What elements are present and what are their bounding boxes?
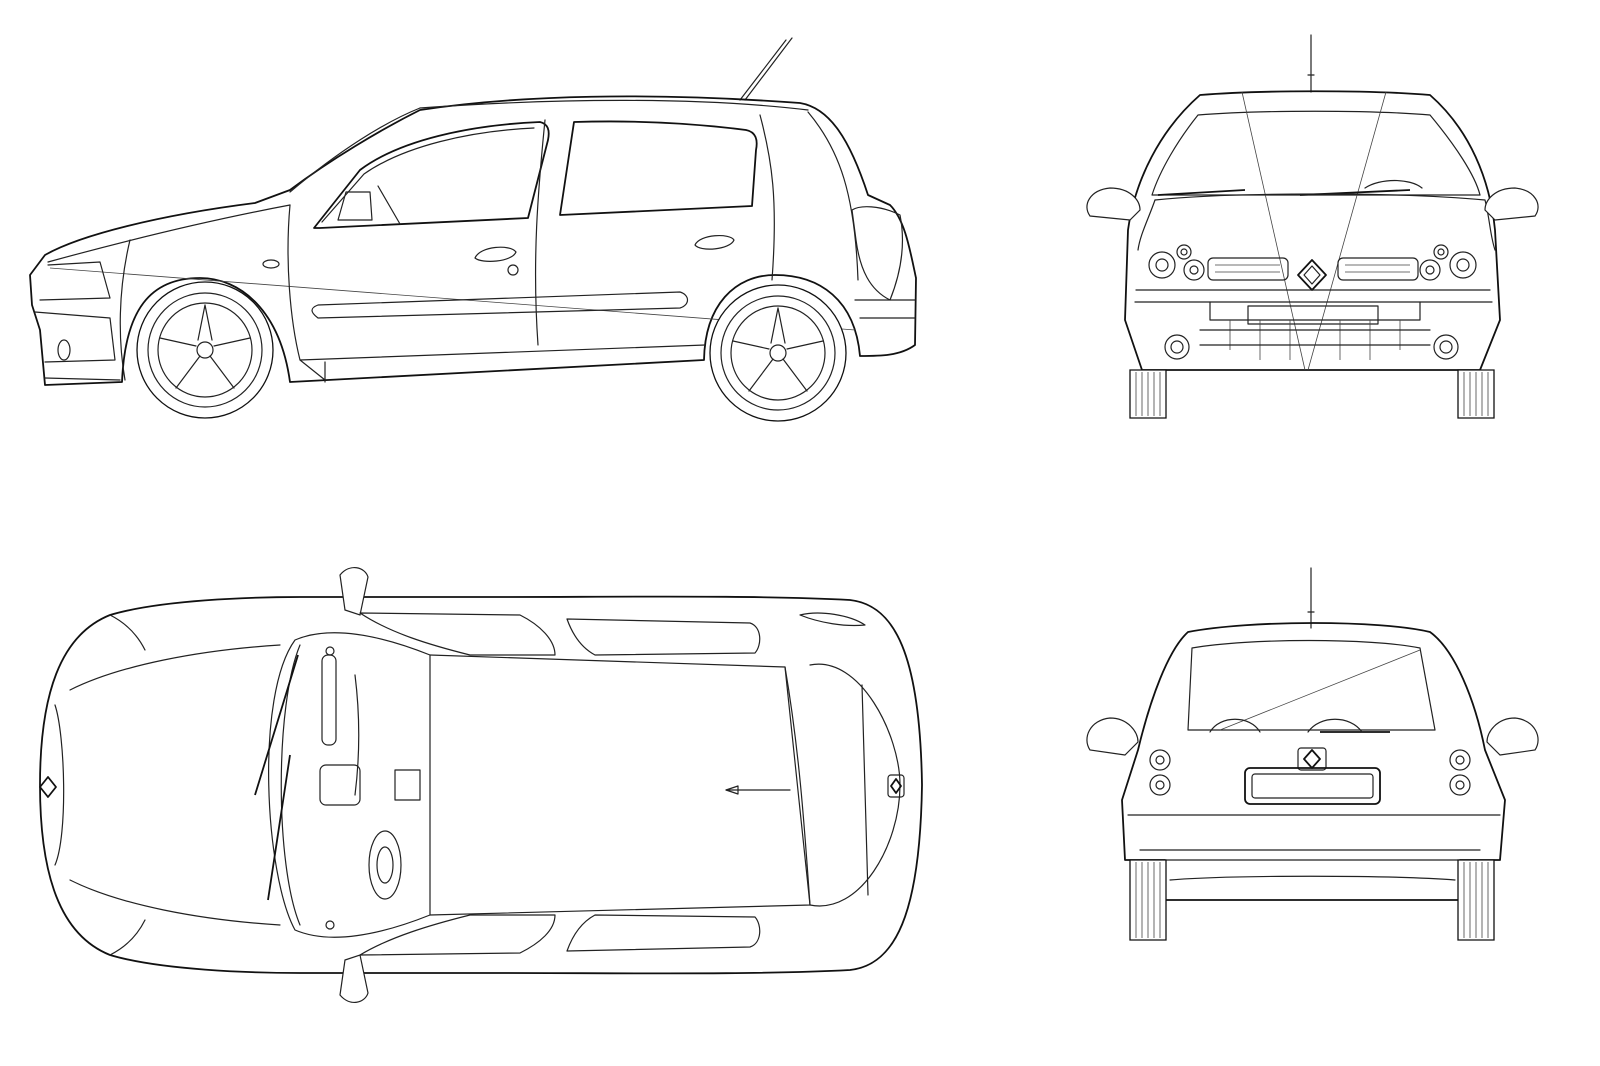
renault-diamond-logo-icon [1298,260,1326,290]
front-view [1080,20,1560,440]
renault-diamond-logo-icon [1298,748,1326,770]
right-tail-light [1450,750,1470,795]
left-tail-light [1150,750,1170,795]
rear-wheel [710,285,846,421]
rear-badge-icon [891,779,901,793]
side-view [0,0,960,450]
top-view [0,555,960,1045]
front-wheel [137,282,273,418]
front-badge-icon [40,777,56,797]
right-headlight [1420,245,1476,280]
left-headlight [1149,245,1204,280]
rear-view [1080,560,1560,980]
